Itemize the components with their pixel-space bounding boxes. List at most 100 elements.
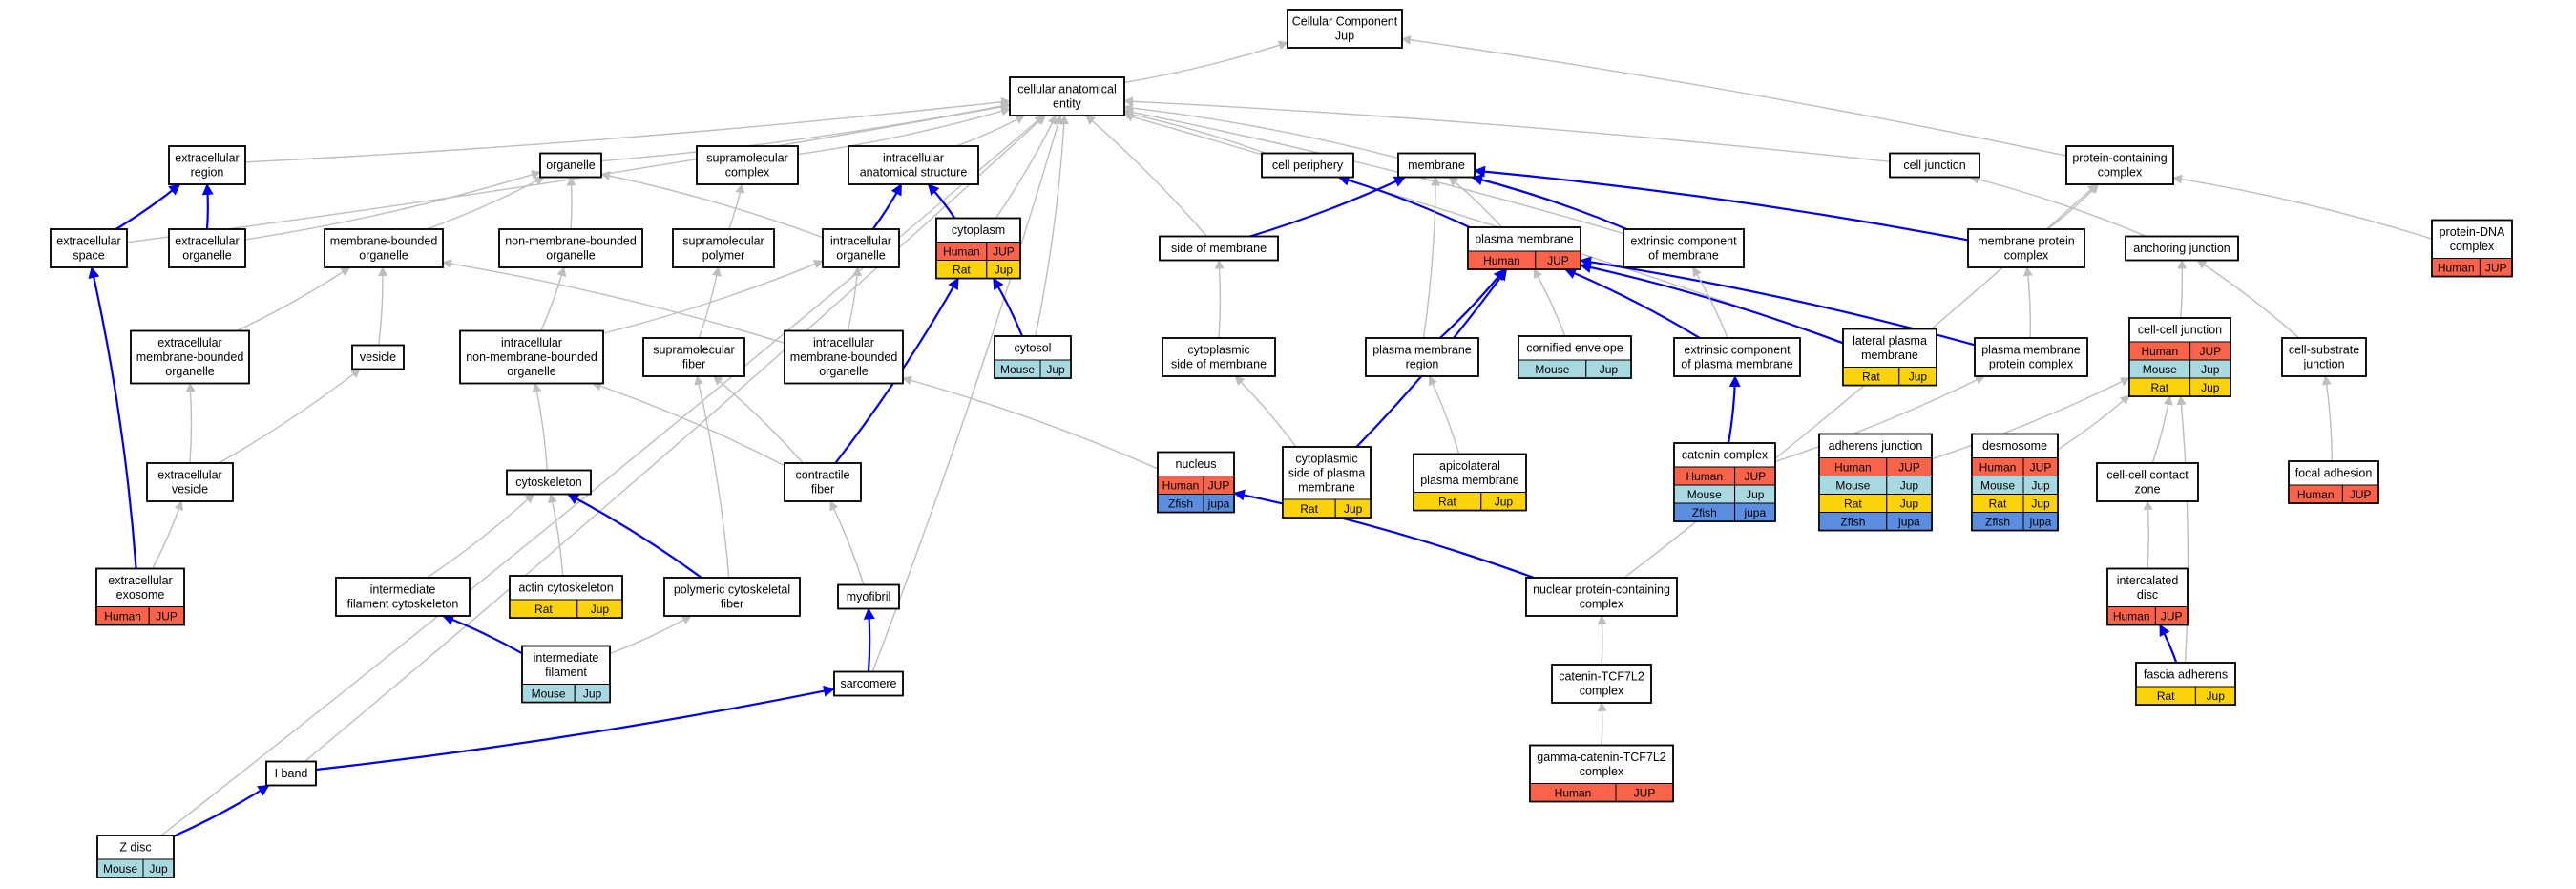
edge-vesicle-to-membrane_bounded_organelle bbox=[378, 266, 388, 346]
node-membrane[interactable]: membrane bbox=[1397, 152, 1476, 179]
node-outline bbox=[1162, 337, 1276, 377]
node-outline bbox=[1971, 433, 2059, 532]
node-outline bbox=[324, 228, 444, 268]
gene-symbol: jupa bbox=[2029, 516, 2052, 529]
edge-intracellular_nmbo-to-intracellular_organelle bbox=[602, 260, 824, 334]
edge-intracellular_organelle-to-organelle bbox=[600, 171, 824, 239]
node-label: intracellular bbox=[883, 152, 944, 165]
species-name: Human bbox=[1834, 461, 1872, 475]
species-name: Human bbox=[2297, 488, 2335, 501]
edge-plasma_membrane_protein_complex-to-membrane_protein_complex bbox=[2022, 266, 2033, 339]
species-name: Zfish bbox=[1168, 497, 1193, 511]
edge-cytosol-to-cytoplasm bbox=[992, 277, 1024, 337]
species-name: Human bbox=[2113, 610, 2150, 624]
node-label: fiber bbox=[682, 358, 705, 371]
node-cell_periphery[interactable]: cell periphery bbox=[1261, 152, 1354, 179]
node-label: polymer bbox=[702, 249, 744, 263]
node-anchoring_junction[interactable]: anchoring junction bbox=[2125, 235, 2239, 262]
node-label: disc bbox=[2137, 588, 2158, 602]
node-side_of_membrane[interactable]: side of membrane bbox=[1159, 235, 1279, 262]
node-sarcomere[interactable]: sarcomere bbox=[833, 670, 904, 697]
node-cell_junction[interactable]: cell junction bbox=[1889, 152, 1980, 179]
edge-non_membrane_bounded_organelle-to-organelle bbox=[566, 176, 576, 230]
node-outline bbox=[1842, 328, 1937, 387]
edge-anchoring_junction-to-cell_junction bbox=[1969, 174, 2147, 238]
edge-extracellular_vesicle-to-extracellular_mbo bbox=[185, 382, 196, 464]
node-label: organelle bbox=[507, 365, 555, 378]
node-outline bbox=[1413, 453, 1527, 512]
node-label: intermediate bbox=[370, 583, 436, 597]
edge-cell_cell_contact_zone-to-cell_cell_junction bbox=[2151, 395, 2173, 464]
node-label: cytoplasmic bbox=[1187, 344, 1249, 357]
node-outline bbox=[1623, 228, 1745, 268]
gene-symbol: Jup bbox=[583, 688, 602, 701]
node-vesicle[interactable]: vesicle bbox=[351, 344, 405, 370]
node-myofibril[interactable]: myofibril bbox=[837, 583, 900, 610]
node-cytoskeleton[interactable]: cytoskeleton bbox=[506, 469, 592, 496]
species-name: Rat bbox=[1862, 370, 1880, 384]
edge-extracellular_exosome-to-extracellular_vesicle bbox=[152, 500, 184, 569]
node-intracellular_nmbo[interactable]: intracellularnon-membrane-boundedorganel… bbox=[459, 329, 604, 385]
edge-membrane_bounded_organelle-to-organelle bbox=[426, 176, 545, 230]
node-organelle[interactable]: organelle bbox=[539, 152, 602, 179]
node-outline bbox=[1282, 446, 1372, 519]
node-outline bbox=[498, 228, 643, 268]
node-outline bbox=[2065, 145, 2174, 185]
node-label: zone bbox=[2134, 483, 2160, 497]
edge-catenin_complex-to-plasma_membrane_protein_complex bbox=[1774, 375, 1985, 463]
node-label: region bbox=[191, 166, 224, 180]
edge-intercalated_disc-to-cell_cell_contact_zone bbox=[2143, 500, 2153, 569]
node-i_band[interactable]: I band bbox=[265, 760, 317, 787]
